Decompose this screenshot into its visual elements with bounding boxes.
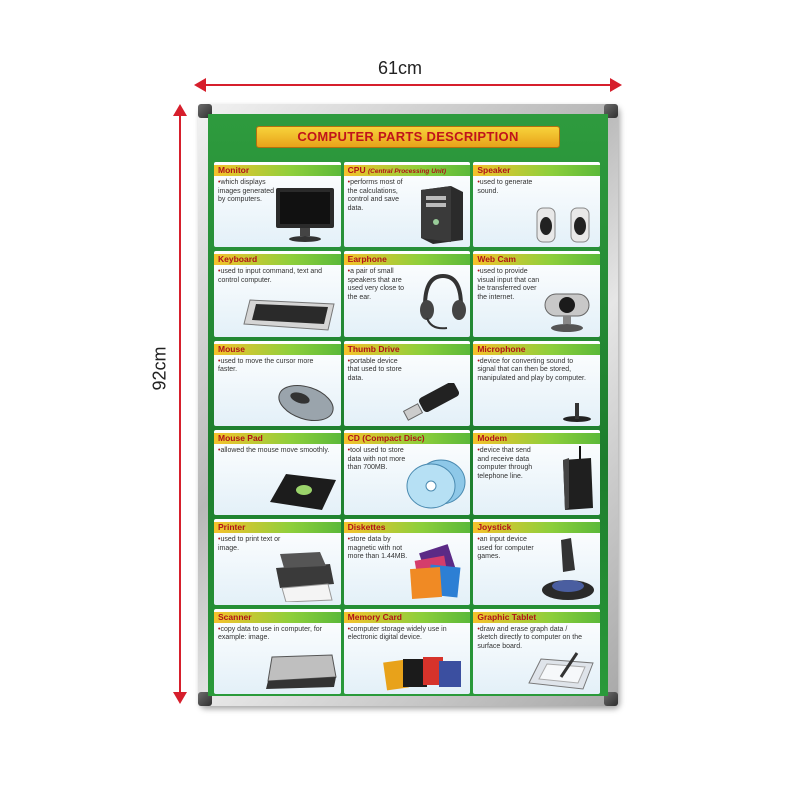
part-name: Modem xyxy=(477,433,508,443)
microphone-icon xyxy=(562,403,591,422)
joystick-icon xyxy=(541,537,594,600)
poster-title: COMPUTER PARTS DESCRIPTION xyxy=(256,126,560,148)
graphic-tablet-icon xyxy=(528,652,594,690)
width-arrow xyxy=(194,78,622,92)
part-description: copy data to use in computer, for exampl… xyxy=(218,626,329,643)
part-name: CPU xyxy=(347,165,366,175)
part-card-cd: CD (Compact Disc) tool used to store dat… xyxy=(343,430,471,516)
part-card-diskettes: Diskettes store data by magnetic with no… xyxy=(343,519,471,605)
poster-frame: COMPUTER PARTS DESCRIPTION Monitor which… xyxy=(198,104,618,706)
speaker-icon xyxy=(536,207,590,243)
part-name: Mouse xyxy=(218,343,245,354)
scanner-icon xyxy=(265,654,337,689)
part-card-printer: Printer used to print text or image. xyxy=(214,519,341,605)
part-card-memory-card: Memory Card computer storage widely use … xyxy=(343,608,471,694)
part-description: device for converting sound to signal th… xyxy=(477,358,588,384)
cd-icon xyxy=(406,459,466,509)
part-name: Microphone xyxy=(477,343,526,354)
part-description: draw and erase graph data / sketch direc… xyxy=(477,626,588,652)
part-name: Mouse Pad xyxy=(218,433,263,443)
part-name: CD (Compact Disc) xyxy=(347,433,425,443)
part-description: used to provide visual input that can be… xyxy=(477,268,540,302)
cpu-tower-icon xyxy=(421,186,464,245)
height-arrow xyxy=(173,104,187,704)
part-card-joystick: Joystick an input device used for comput… xyxy=(473,519,600,605)
part-card-speaker: Speaker used to generate sound. xyxy=(473,162,600,248)
diskette-icon xyxy=(410,543,461,599)
part-name: Joystick xyxy=(477,522,512,533)
part-description: which displays images generated by compu… xyxy=(218,179,281,205)
part-card-mouse: Mouse used to move the cursor more faste… xyxy=(214,340,341,426)
part-name: Scanner xyxy=(218,611,252,622)
width-label: 61cm xyxy=(377,58,422,78)
part-description: tool used to store data with not more th… xyxy=(348,447,411,473)
part-card-earphone: Earphone a pair of small speakers that a… xyxy=(343,251,471,337)
part-name: Printer xyxy=(218,522,246,533)
poster: COMPUTER PARTS DESCRIPTION Monitor which… xyxy=(208,114,608,696)
modem-icon xyxy=(562,446,593,511)
part-name: Thumb Drive xyxy=(347,343,400,354)
part-name: Diskettes xyxy=(347,522,386,533)
part-name: Graphic Tablet xyxy=(477,611,537,622)
part-card-web-cam: Web Cam used to provide visual input tha… xyxy=(473,251,600,337)
part-card-thumb-drive: Thumb Drive portable device that used to… xyxy=(343,340,471,426)
part-card-mouse-pad: Mouse Pad allowed the mouse move smoothl… xyxy=(214,430,341,516)
headset-icon xyxy=(420,273,467,329)
memory-card-icon xyxy=(383,657,462,691)
part-description: performs most of the calculations, contr… xyxy=(348,179,411,213)
parts-grid: Monitor which displays images generated … xyxy=(214,162,600,694)
height-label: 92cm xyxy=(149,346,170,391)
part-description: used to input command, text and control … xyxy=(218,268,329,285)
part-name: Speaker xyxy=(477,165,511,175)
part-description: store data by magnetic with not more tha… xyxy=(348,536,411,562)
part-name: Earphone xyxy=(347,254,387,265)
part-card-keyboard: Keyboard used to input command, text and… xyxy=(214,251,341,337)
keyboard-icon xyxy=(243,299,335,331)
part-name: Web Cam xyxy=(477,254,516,265)
part-description: used to generate sound. xyxy=(477,179,540,196)
part-subtitle: (Central Processing Unit) xyxy=(367,168,446,175)
part-description: an input device used for computer games. xyxy=(477,536,540,562)
webcam-icon xyxy=(544,293,590,332)
part-description: portable device that used to store data. xyxy=(348,358,411,384)
part-name: Memory Card xyxy=(347,611,402,622)
part-description: computer storage widely use in electroni… xyxy=(348,626,459,643)
part-card-monitor: Monitor which displays images generated … xyxy=(214,162,341,248)
part-description: a pair of small speakers that are used v… xyxy=(348,268,411,302)
part-name: Monitor xyxy=(218,165,250,175)
monitor-icon xyxy=(275,188,334,243)
part-card-scanner: Scanner copy data to use in computer, fo… xyxy=(214,608,341,694)
part-name: Keyboard xyxy=(218,254,258,265)
usb-drive-icon xyxy=(403,383,460,421)
part-description: device that send and receive data comput… xyxy=(477,447,540,481)
part-card-graphic-tablet: Graphic Tablet draw and erase graph data… xyxy=(473,608,600,694)
part-description: used to print text or image. xyxy=(218,536,281,553)
part-description: allowed the mouse move smoothly. xyxy=(218,447,329,456)
printer-icon xyxy=(275,551,334,602)
mouse-icon xyxy=(278,384,334,422)
mouse-pad-icon xyxy=(269,474,336,511)
part-card-microphone: Microphone device for converting sound t… xyxy=(473,340,600,426)
part-card-cpu: CPU (Central Processing Unit) performs m… xyxy=(343,162,471,248)
part-description: used to move the cursor more faster. xyxy=(218,358,329,375)
part-card-modem: Modem device that send and receive data … xyxy=(473,430,600,516)
